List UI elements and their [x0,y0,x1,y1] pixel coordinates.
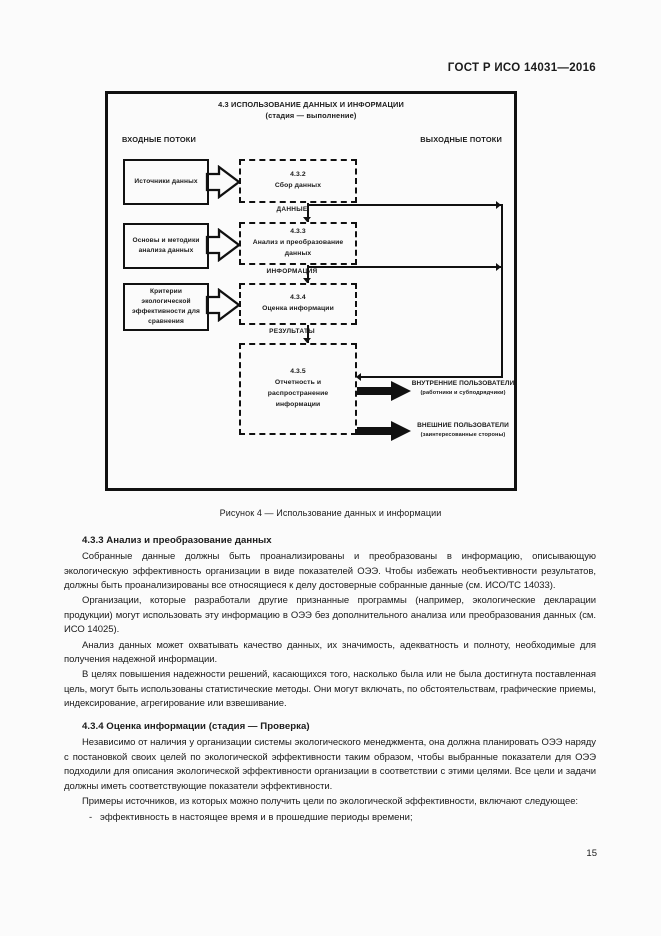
user-group-subtitle: (работники и субподрядчики) [420,390,506,397]
output-arrow-icon [357,421,411,441]
chevron-arrow-icon [205,288,241,322]
standard-header: ГОСТ Р ИСО 14031—2016 [447,62,596,74]
paragraph: Собранные данные должны быть проанализир… [64,551,596,592]
process-box-4-3-3: 4.3.3 Анализ и преобразование данных [239,222,357,265]
figure-4-diagram: 4.3 ИСПОЛЬЗОВАНИЕ ДАННЫХ И ИНФОРМАЦИИ (с… [105,91,517,491]
list-item: эффективность в настоящее время и в прош… [64,811,596,826]
connector-line-vertical [307,203,309,222]
paragraph: В целях повышения надежности решений, ка… [64,669,596,710]
connector-line-vertical [501,204,503,377]
process-box-label: Оценка информации [262,305,334,312]
input-box-label: Основы и методики анализа данных [132,237,200,254]
body-text-column: 4.3.3 Анализ и преобразование данных Соб… [64,535,596,825]
input-box-data-sources: Источники данных [123,159,209,205]
arrowhead-down-icon [303,278,311,283]
arrowhead-down-icon [303,217,311,222]
connector-line-vertical [307,325,309,343]
input-box-performance-criteria: Критерии экологической эффективности для… [123,283,209,331]
connector-line-horizontal [308,204,503,206]
process-box-label: Сбор данных [274,182,322,189]
figure-title-line-1: 4.3 ИСПОЛЬЗОВАНИЕ ДАННЫХ И ИНФОРМАЦИИ [218,100,404,109]
column-label-outputs: ВЫХОДНЫЕ ПОТОКИ [420,135,502,144]
flow-label-information: ИНФОРМАЦИЯ [266,268,318,275]
connector-line-vertical [307,265,309,283]
user-group-internal: ВНУТРЕННИЕ ПОЛЬЗОВАТЕЛИ (работники и суб… [411,379,515,399]
process-box-4-3-4: 4.3.4 Оценка информации [239,283,357,325]
section-heading-4-3-4: 4.3.4 Оценка информации (стадия — Провер… [82,721,310,733]
column-label-inputs: ВХОДНЫЕ ПОТОКИ [122,135,197,144]
input-box-label: Источники данных [134,178,198,186]
output-arrow-icon [357,381,411,401]
process-box-number: 4.3.4 [290,294,306,302]
process-box-number: 4.3.3 [290,228,306,236]
bullet-list: эффективность в настоящее время и в прош… [64,811,596,826]
chevron-arrow-icon [205,165,241,199]
process-box-label: Анализ и преобразование данных [252,239,344,257]
arrowhead-down-icon [303,338,311,343]
input-box-analysis-methods: Основы и методики анализа данных [123,223,209,269]
figure-title: 4.3 ИСПОЛЬЗОВАНИЕ ДАННЫХ И ИНФОРМАЦИИ (с… [105,100,517,121]
process-box-label: Отчетность и распространение информации [267,379,329,408]
arrowhead-right-icon [496,263,501,271]
flow-label-data: ДАННЫЕ [276,206,308,213]
paragraph: Анализ данных может охватывать качество … [64,639,596,666]
input-box-label: Критерии экологической эффективности для… [131,288,201,325]
figure-title-line-2: (стадия — выполнение) [265,110,357,120]
process-box-4-3-5: 4.3.5 Отчетность и распространение инфор… [239,343,357,435]
page-number: 15 [586,848,597,859]
flow-label-results: РЕЗУЛЬТАТЫ [269,328,315,335]
arrowhead-left-icon [356,373,361,381]
arrowhead-right-icon [496,201,501,209]
user-group-subtitle: (заинтересованные стороны) [420,432,506,439]
chevron-arrow-icon [205,228,241,262]
process-box-number: 4.3.5 [290,368,306,376]
connector-line-horizontal [308,266,503,268]
figure-caption: Рисунок 4 — Использование данных и инфор… [219,508,442,518]
section-heading-4-3-3: 4.3.3 Анализ и преобразование данных [82,535,272,546]
process-box-number: 4.3.2 [290,171,306,179]
connector-line-horizontal [358,376,503,378]
paragraph: Организации, которые разработали другие … [64,595,596,636]
process-box-4-3-2: 4.3.2 Сбор данных [239,159,357,203]
user-group-title: ВНУТРЕННИЕ ПОЛЬЗОВАТЕЛИ [411,380,515,387]
user-group-external: ВНЕШНИЕ ПОЛЬЗОВАТЕЛИ (заинтересованные с… [411,421,515,441]
paragraph: Примеры источников, из которых можно пол… [82,795,579,807]
paragraph: Независимо от наличия у организации сист… [64,737,596,792]
user-group-title: ВНЕШНИЕ ПОЛЬЗОВАТЕЛИ [417,422,509,429]
